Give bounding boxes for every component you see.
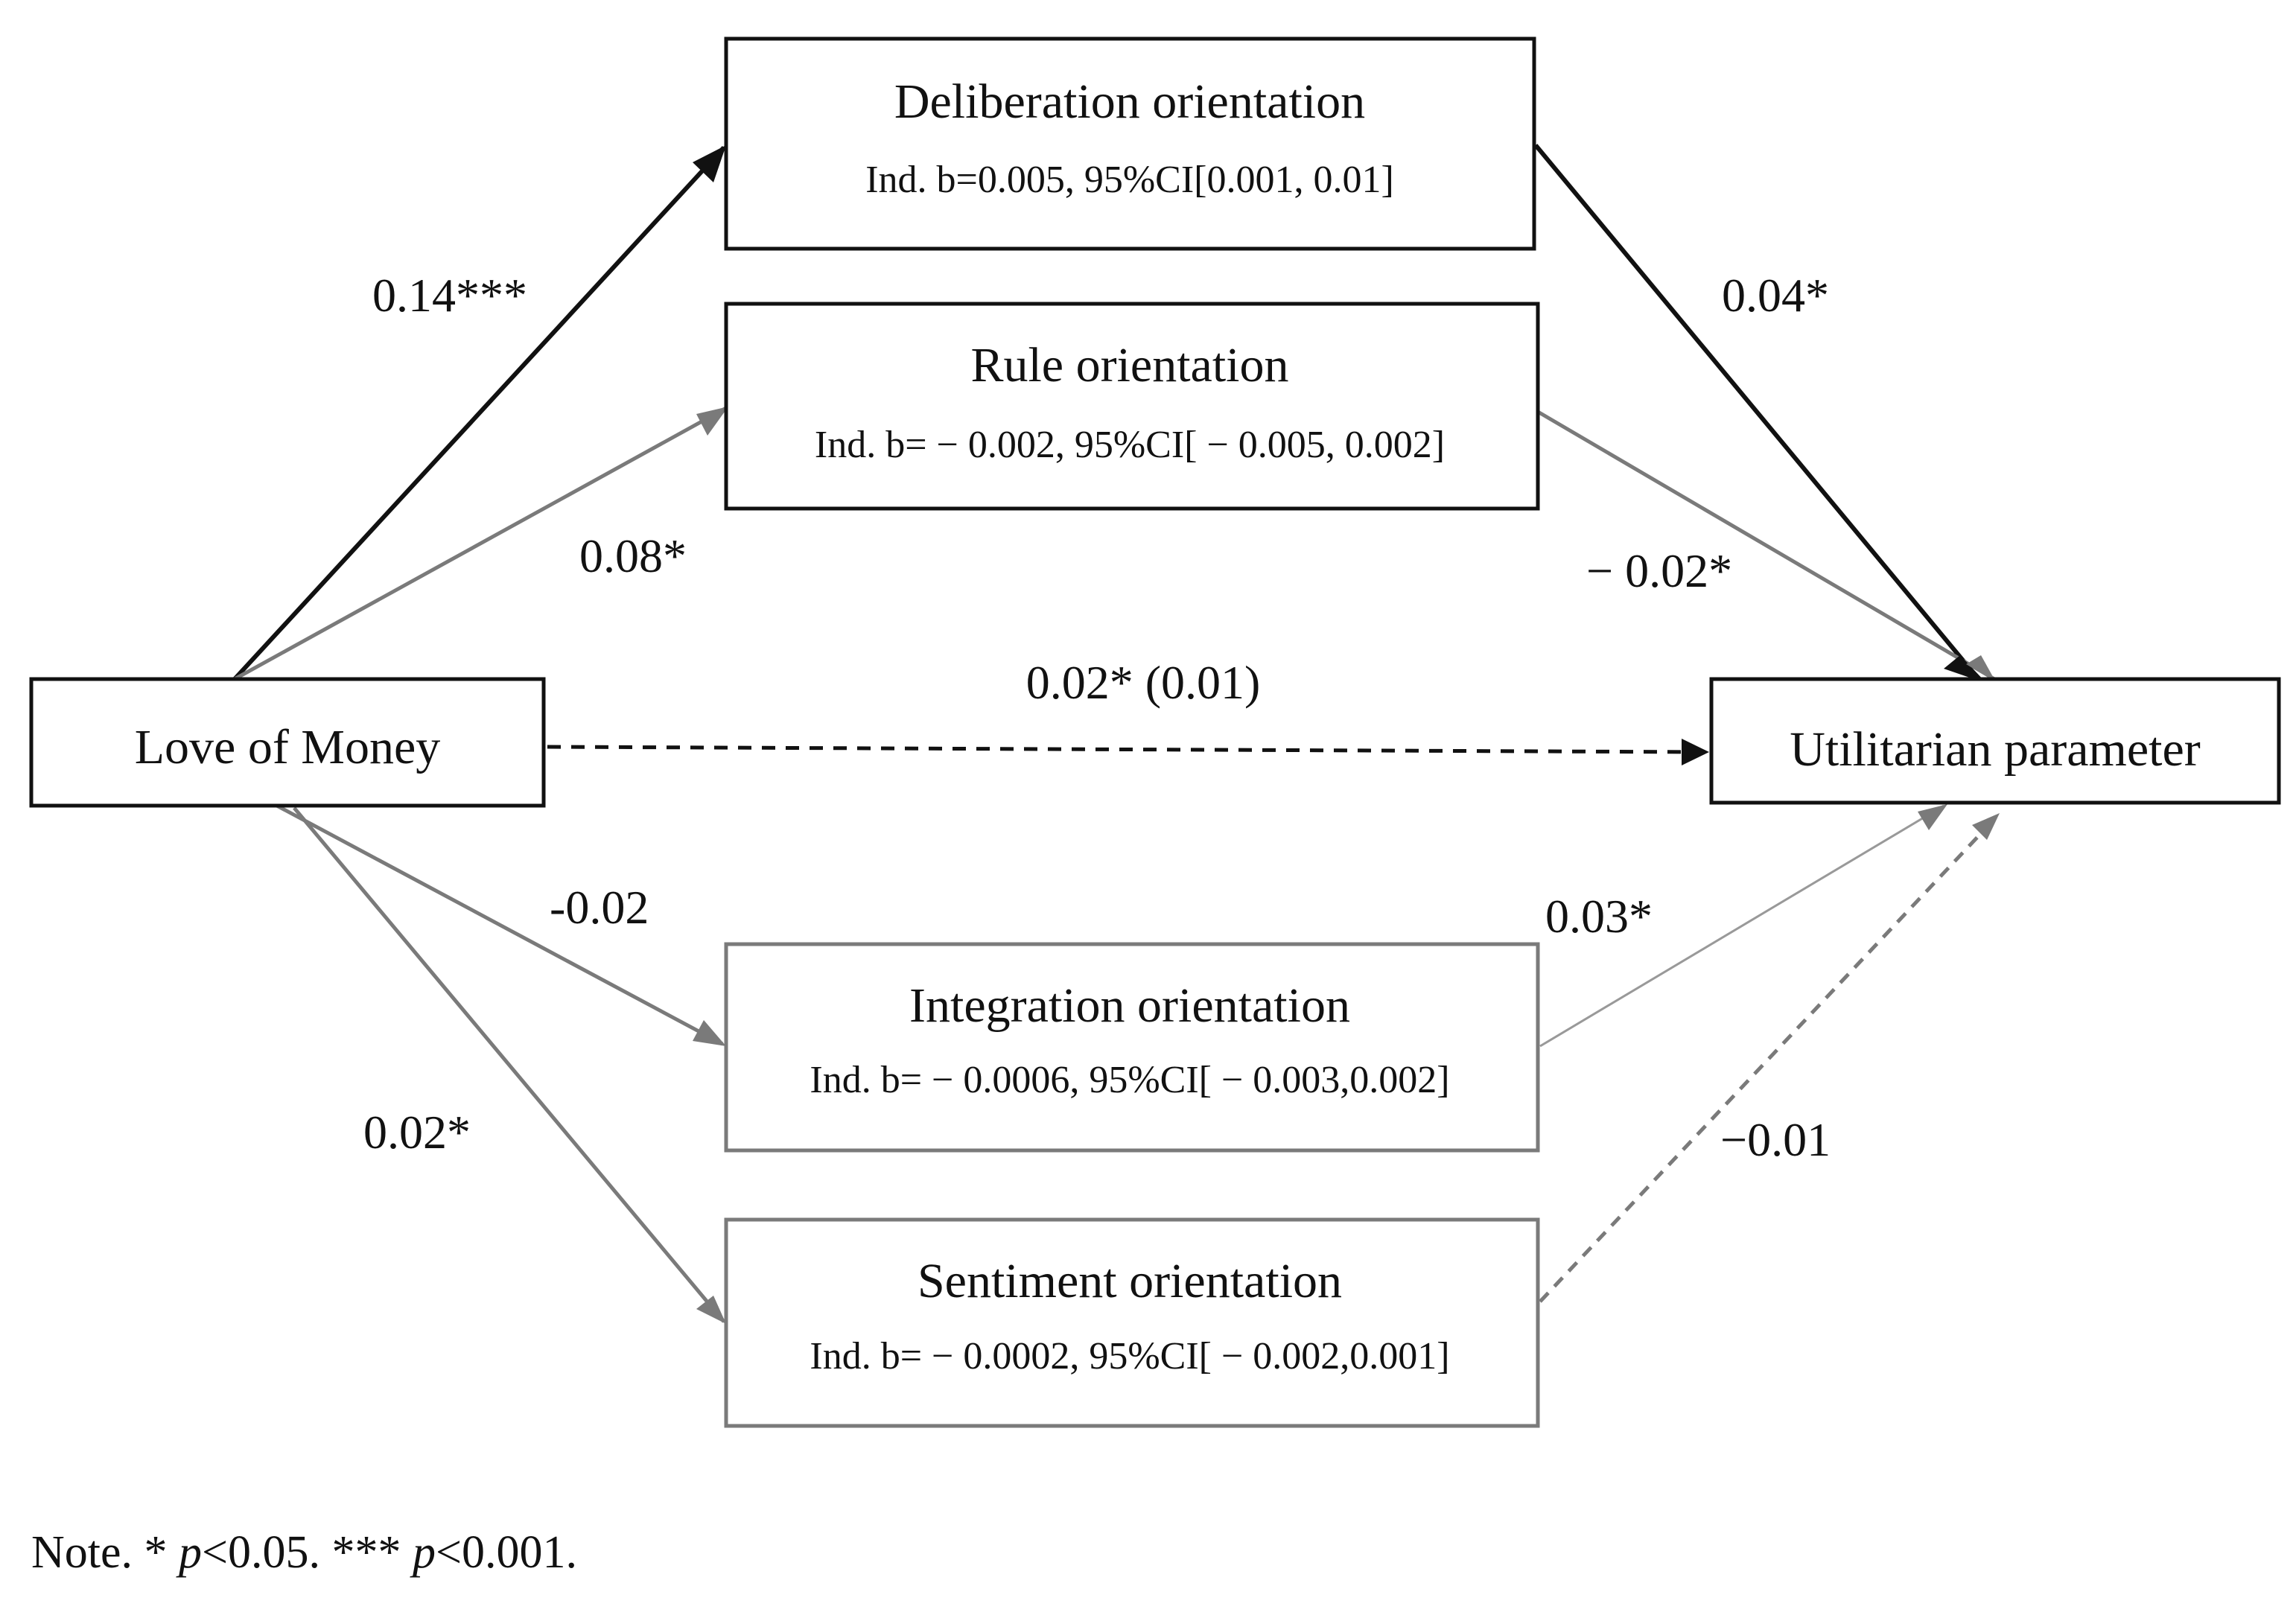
label-direct: 0.02* (0.01): [1026, 656, 1261, 709]
arrowhead-rule: [696, 407, 728, 436]
node-deliberation: Deliberation orientation Ind. b=0.005, 9…: [724, 36, 1536, 251]
arrowhead-util-sentiment: [1972, 813, 2000, 840]
edge-lom-to-integration: [273, 802, 724, 1046]
node-integration: Integration orientation Ind. b= − 0.0006…: [724, 942, 1540, 1153]
arrowhead-deliberation: [693, 145, 726, 182]
node-utilitarian: Utilitarian parameter: [1709, 677, 2281, 805]
node-deliberation-sub: Ind. b=0.005, 95%CI[0.001, 0.01]: [865, 159, 1394, 201]
node-deliberation-title: Deliberation orientation: [894, 74, 1365, 129]
arrowhead-sentiment: [696, 1296, 726, 1324]
edge-deliberation-to-util: [1533, 144, 1979, 679]
node-rule-title: Rule orientation: [970, 338, 1288, 392]
node-rule: Rule orientation Ind. b= − 0.002, 95%CI[…: [724, 302, 1540, 511]
note-prefix: Note. *: [31, 1527, 179, 1578]
node-love-of-money-label: Love of Money: [135, 720, 441, 774]
node-sentiment: Sentiment orientation Ind. b= − 0.0002, …: [724, 1217, 1540, 1428]
node-sentiment-title: Sentiment orientation: [918, 1254, 1342, 1308]
note: Note. * p<0.05. *** p<0.001.: [31, 1527, 577, 1578]
edge-integration-to-util: [1539, 804, 1944, 1048]
label-lom-to-integration: -0.02: [550, 881, 649, 934]
note-mid: <0.05. ***: [202, 1527, 413, 1578]
edge-sentiment-to-util: [1539, 816, 1997, 1303]
node-integration-title: Integration orientation: [909, 978, 1350, 1033]
node-utilitarian-label: Utilitarian parameter: [1790, 722, 2201, 777]
node-love-of-money: Love of Money: [29, 677, 546, 808]
node-rule-sub: Ind. b= − 0.002, 95%CI[ − 0.005, 0.002]: [815, 424, 1445, 466]
edge-direct-lom-to-util: [547, 745, 1706, 754]
label-lom-to-deliberation: 0.14***: [372, 269, 527, 322]
note-p1: p: [176, 1527, 202, 1578]
label-lom-to-sentiment: 0.02*: [363, 1106, 471, 1159]
note-p2: p: [410, 1527, 436, 1578]
edge-lom-to-rule: [233, 406, 728, 681]
label-deliberation-to-util: 0.04*: [1722, 269, 1829, 322]
note-suffix: <0.001.: [436, 1527, 577, 1578]
label-integration-to-util: 0.03*: [1545, 890, 1653, 943]
label-sentiment-to-util: −0.01: [1720, 1113, 1831, 1166]
edge-lom-to-deliberation: [232, 145, 726, 681]
label-lom-to-rule: 0.08*: [579, 529, 687, 582]
arrowhead-util-integration: [1918, 804, 1947, 830]
node-integration-sub: Ind. b= − 0.0006, 95%CI[ − 0.003,0.002]: [810, 1059, 1449, 1101]
arrowhead-util-top-black: [1944, 655, 1987, 684]
label-rule-to-util: − 0.02*: [1586, 544, 1732, 597]
arrowhead-direct: [1682, 739, 1709, 765]
edge-lom-to-sentiment: [293, 806, 725, 1323]
arrowhead-integration: [693, 1020, 726, 1046]
node-sentiment-sub: Ind. b= − 0.0002, 95%CI[ − 0.002,0.001]: [810, 1335, 1449, 1377]
arrowhead-util-top-gray: [1966, 655, 1996, 682]
edge-rule-to-util: [1536, 410, 1996, 681]
